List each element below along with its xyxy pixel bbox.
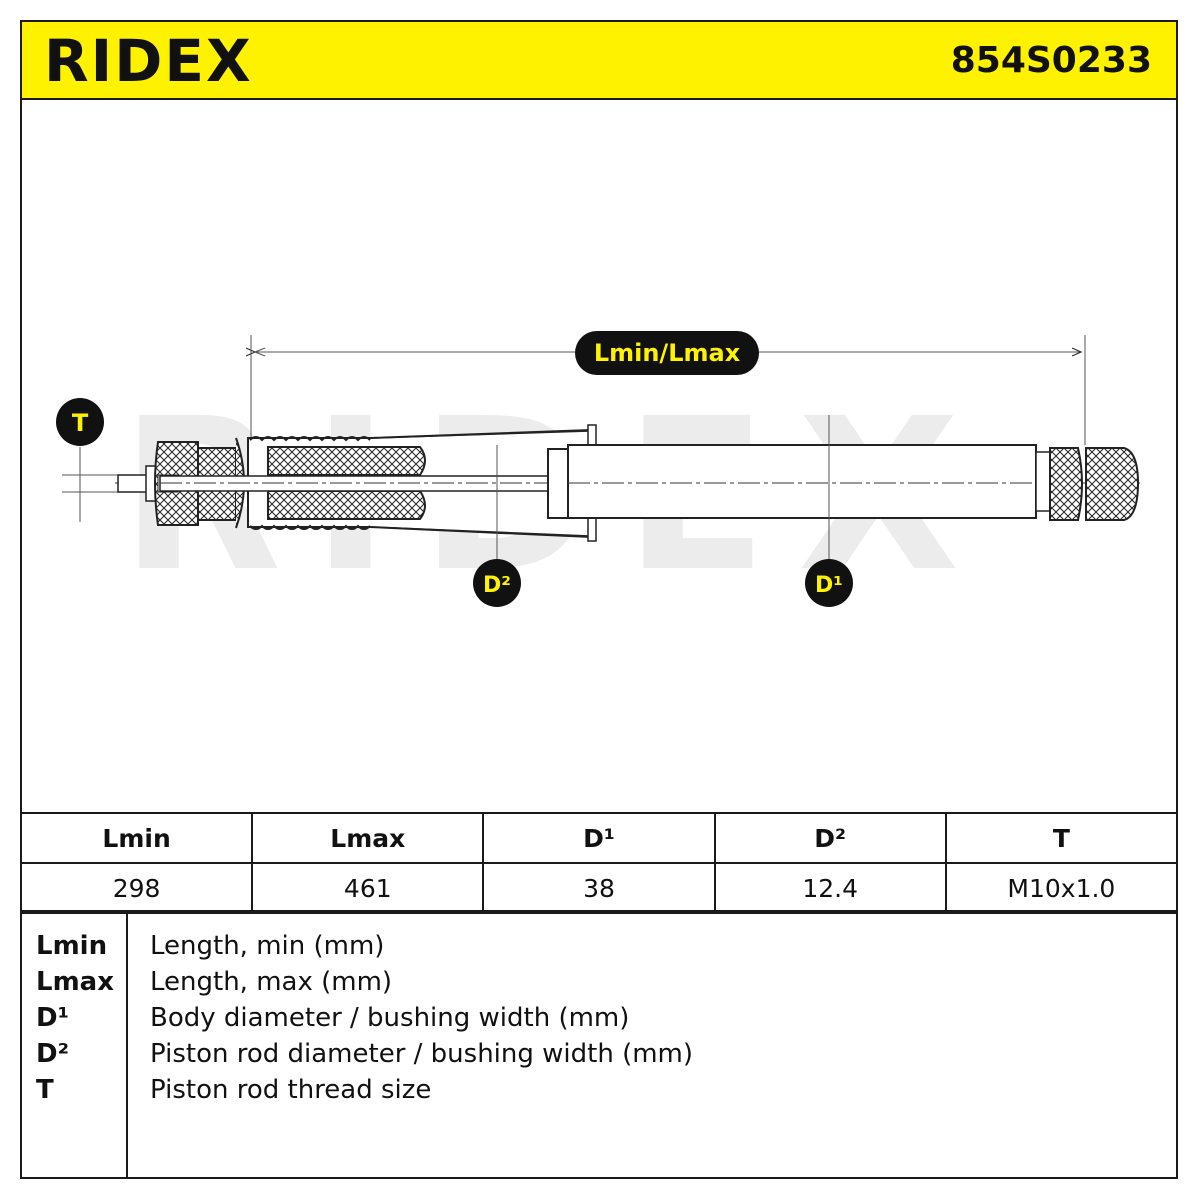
body-diameter-dimension: D¹ bbox=[805, 415, 853, 607]
legend-key: Lmin bbox=[36, 931, 108, 961]
body-diameter-label: D¹ bbox=[815, 573, 843, 598]
part-number: 854S0233 bbox=[950, 40, 1152, 81]
bump-stop bbox=[267, 446, 426, 520]
spec-header: D¹ bbox=[482, 812, 716, 864]
brand-logo: RIDEX bbox=[44, 27, 253, 95]
legend-desc: Length, min (mm) bbox=[150, 931, 385, 961]
legend-row: Lmin Length, min (mm) bbox=[22, 928, 1176, 964]
spec-header-row: Lmin Lmax D¹ D² T bbox=[19, 812, 1179, 864]
spec-value: 12.4 bbox=[713, 862, 947, 914]
legend-desc: Length, max (mm) bbox=[150, 967, 393, 997]
lower-eye-bushing bbox=[1035, 447, 1140, 521]
header-bar: RIDEX 854S0233 bbox=[20, 20, 1178, 100]
legend-desc: Body diameter / bushing width (mm) bbox=[150, 1003, 630, 1033]
thread-label: T bbox=[72, 409, 89, 437]
spec-value-row: 298 461 38 12.4 M10x1.0 bbox=[19, 862, 1179, 914]
legend-key: T bbox=[36, 1075, 54, 1105]
legend-row: D¹ Body diameter / bushing width (mm) bbox=[22, 1000, 1176, 1036]
spec-value: M10x1.0 bbox=[944, 862, 1179, 914]
spec-header: Lmax bbox=[251, 812, 485, 864]
legend-key: Lmax bbox=[36, 967, 114, 997]
legend-key: D² bbox=[36, 1039, 69, 1069]
legend-row: D² Piston rod diameter / bushing width (… bbox=[22, 1036, 1176, 1072]
legend-divider bbox=[126, 912, 128, 1177]
threaded-stud bbox=[117, 474, 149, 493]
shock-body bbox=[547, 444, 1037, 519]
legend-desc: Piston rod thread size bbox=[150, 1075, 432, 1105]
spec-header: T bbox=[944, 812, 1179, 864]
length-label: Lmin/Lmax bbox=[594, 339, 741, 367]
spec-header: D² bbox=[713, 812, 947, 864]
shock-absorber-diagram: RIDEX Lmin/Lmax T bbox=[56, 331, 1140, 618]
legend-key: D¹ bbox=[36, 1003, 69, 1033]
legend-row: Lmax Length, max (mm) bbox=[22, 964, 1176, 1000]
spec-value: 461 bbox=[251, 862, 485, 914]
length-dimension: Lmin/Lmax bbox=[251, 331, 1086, 445]
legend: Lmin Length, min (mm) Lmax Length, max (… bbox=[20, 910, 1178, 1179]
rod-diameter-label: D² bbox=[483, 573, 511, 598]
spec-value: 298 bbox=[19, 862, 254, 914]
legend-row: T Piston rod thread size bbox=[22, 1072, 1176, 1108]
rod-diameter-dimension: D² bbox=[473, 445, 521, 607]
spec-table: Lmin Lmax D¹ D² T 298 461 38 12.4 M10x1.… bbox=[19, 812, 1179, 914]
legend-desc: Piston rod diameter / bushing width (mm) bbox=[150, 1039, 694, 1069]
spec-header: Lmin bbox=[19, 812, 254, 864]
spec-value: 38 bbox=[482, 862, 716, 914]
